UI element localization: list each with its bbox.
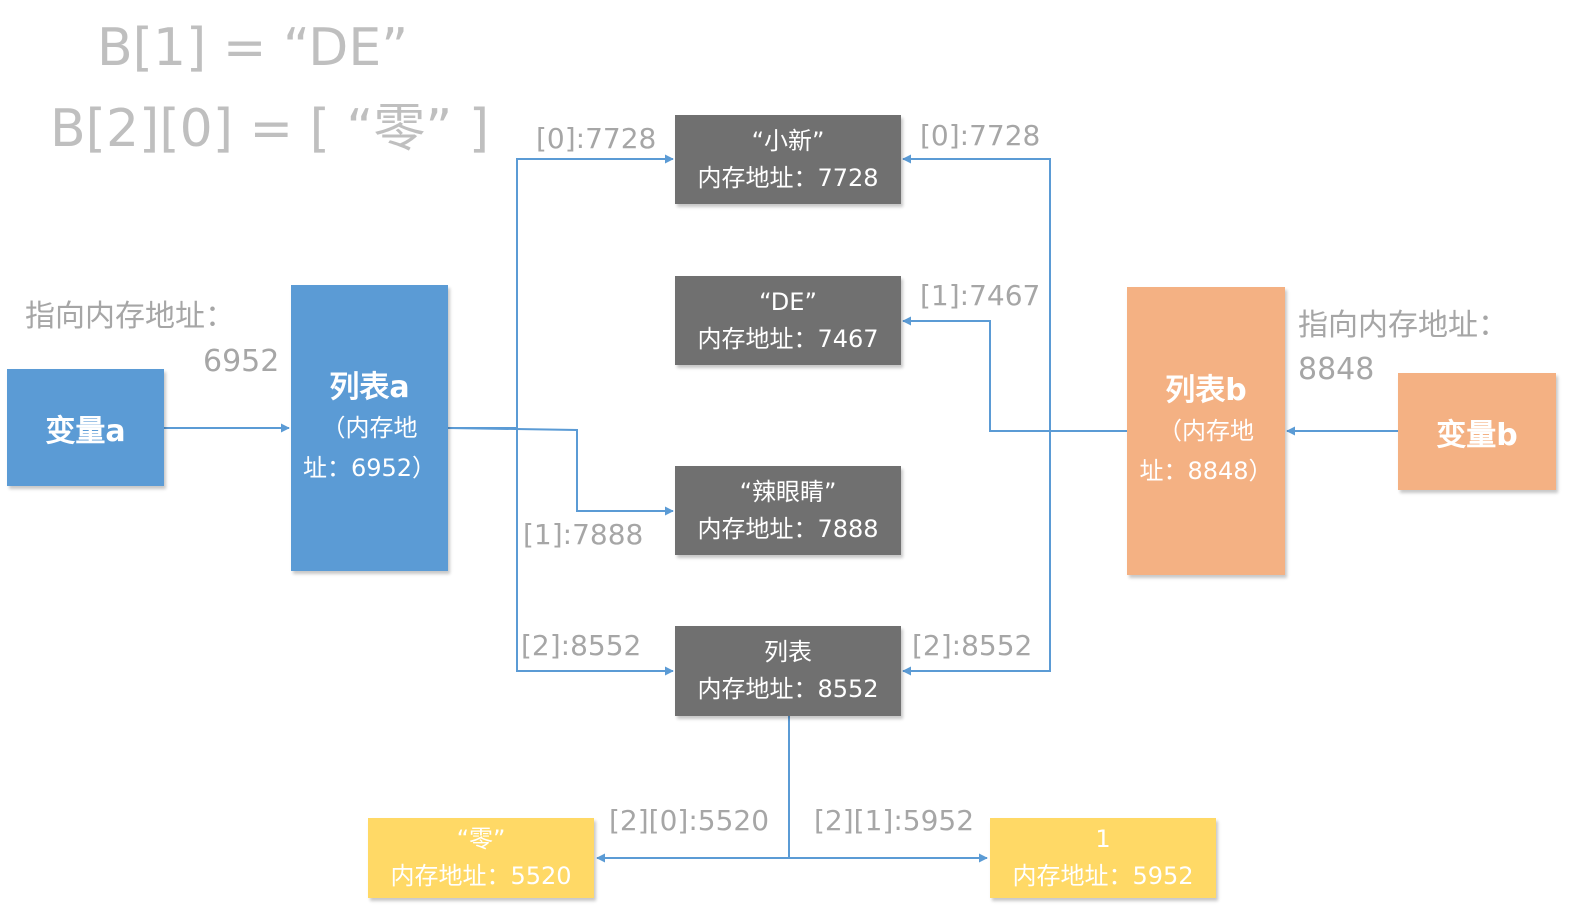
node-de-address: 内存地址：7467 (697, 324, 879, 353)
edge-label-b2: [2]:8552 (912, 629, 1033, 662)
variable-a-box: 变量a (7, 369, 164, 486)
edge-list-b-2 (902, 431, 1051, 676)
node-layanjing-address: 内存地址：7888 (697, 514, 879, 543)
pointer-b-address: 8848 (1298, 352, 1375, 387)
edge-list-b-1 (902, 316, 1050, 432)
list-a-sub-1: （内存地 (321, 414, 418, 442)
variable-a-label: 变量a (45, 413, 126, 449)
expression-line-2: B[2][0] = [ “零” ] (50, 99, 490, 159)
edge-label-b0: [0]:7728 (920, 119, 1041, 152)
node-xiaoxin: “小新” 内存地址：7728 (675, 115, 901, 204)
edge-label-a1: [1]:7888 (523, 518, 644, 551)
node-ling: “零” 内存地址：5520 (368, 818, 594, 898)
node-one-address: 内存地址：5952 (1012, 862, 1194, 890)
pointer-b-label: 指向内存地址： (1298, 308, 1508, 343)
node-ling-address: 内存地址：5520 (390, 862, 572, 890)
edge-label-b1: [1]:7467 (920, 279, 1041, 312)
node-layanjing-value: “辣眼睛” (739, 477, 837, 506)
edge-label-inner-1: [2][1]:5952 (814, 804, 975, 837)
list-b-sub-1: （内存地 (1158, 417, 1254, 445)
node-xiaoxin-address: 内存地址：7728 (697, 163, 879, 192)
edge-label-inner-0: [2][0]:5520 (609, 804, 770, 837)
node-layanjing: “辣眼睛” 内存地址：7888 (675, 466, 901, 555)
node-xiaoxin-value: “小新” (751, 126, 825, 155)
expression-line-1: B[1] = “DE” (97, 18, 409, 78)
edge-list-b-0 (902, 154, 1127, 432)
list-a-box: 列表a （内存地 址：6952） (291, 285, 448, 571)
list-b-title: 列表b (1165, 373, 1247, 408)
node-inner-list-value: 列表 (764, 638, 812, 666)
pointer-a-label: 指向内存地址： (25, 299, 235, 334)
node-one-value: 1 (1095, 825, 1111, 853)
edge-list-a-2 (516, 428, 674, 676)
list-b-box: 列表b （内存地 址：8848） (1127, 287, 1285, 575)
node-inner-list: 列表 内存地址：8552 (675, 626, 901, 716)
node-inner-list-address: 内存地址：8552 (697, 675, 879, 703)
edge-label-a0: [0]:7728 (536, 122, 657, 155)
variable-b-label: 变量b (1436, 417, 1518, 453)
node-de: “DE” 内存地址：7467 (675, 276, 901, 365)
list-b-sub-2: 址：8848） (1139, 457, 1273, 485)
edge-label-a2: [2]:8552 (521, 629, 642, 662)
node-ling-value: “零” (456, 825, 506, 853)
node-one: 1 内存地址：5952 (990, 818, 1216, 898)
edge-list-a-0 (448, 154, 674, 429)
variable-b-box: 变量b (1398, 373, 1556, 490)
list-a-sub-2: 址：6952） (302, 454, 437, 482)
list-a-title: 列表a (329, 370, 410, 405)
edge-list-a-1 (447, 427, 674, 516)
node-de-value: “DE” (759, 287, 817, 316)
pointer-a-address: 6952 (203, 344, 280, 379)
